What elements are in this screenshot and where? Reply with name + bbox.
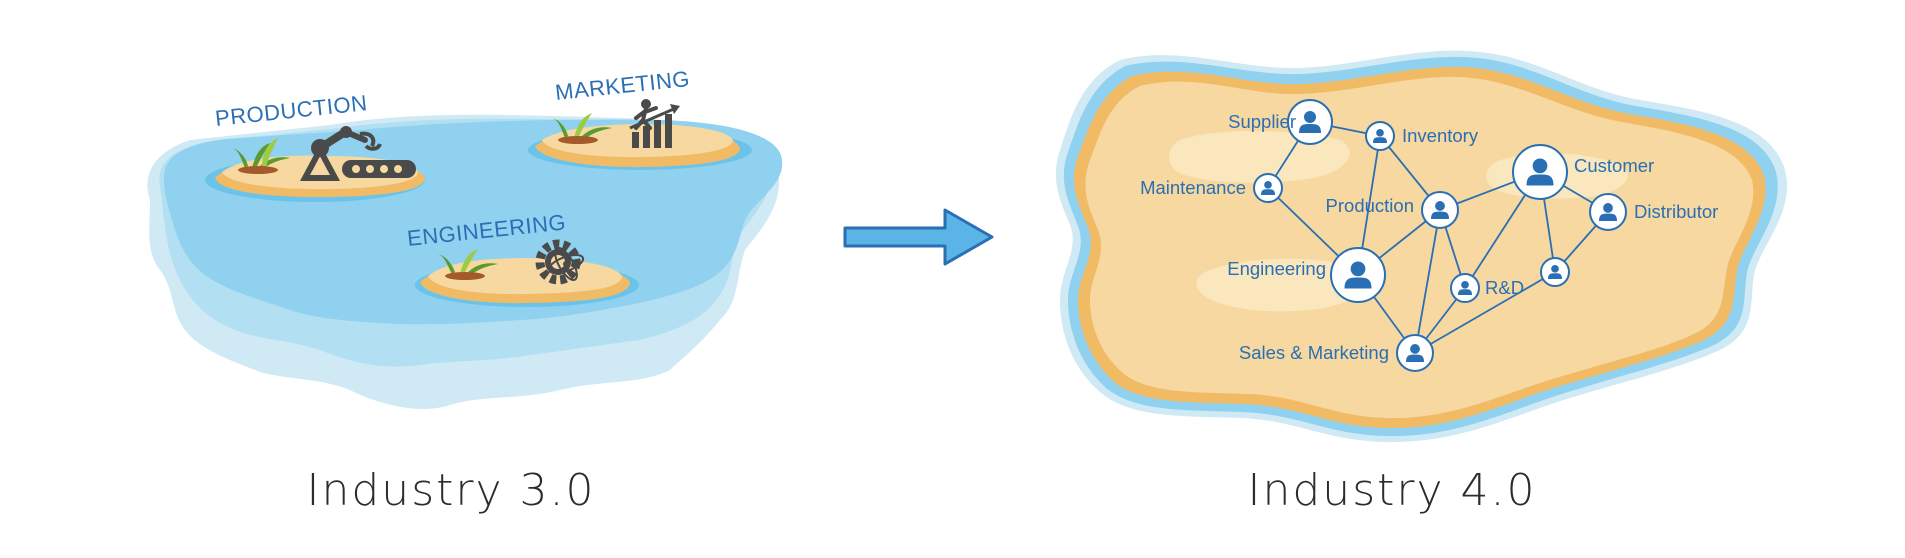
node-supplier: Supplier <box>1228 99 1333 145</box>
person-icon <box>1526 158 1554 186</box>
island-marketing: MARKETING <box>528 66 752 170</box>
plant-icon <box>232 138 290 174</box>
node-label-customer: Customer <box>1574 155 1654 176</box>
person-icon <box>1548 265 1562 279</box>
node-customer: Customer <box>1512 144 1654 200</box>
caption-industry-3: Industry 3.0 <box>307 465 596 516</box>
industry-3-scene: PRODUCTION MARKETING <box>147 66 783 516</box>
edge-production-sales <box>1414 209 1441 354</box>
node-label-maintenance: Maintenance <box>1140 177 1246 198</box>
edge-unlabeled-sales <box>1414 271 1556 354</box>
node-distributor: Distributor <box>1589 193 1718 231</box>
island-label-marketing: MARKETING <box>554 66 691 105</box>
node-label-engineering: Engineering <box>1227 258 1326 279</box>
node-maintenance: Maintenance <box>1140 173 1283 203</box>
person-icon <box>1299 111 1321 133</box>
caption-industry-4: Industry 4.0 <box>1248 465 1537 516</box>
node-unlabeled <box>1540 257 1570 287</box>
node-label-production: Production <box>1326 195 1414 216</box>
gear-atom-icon <box>535 239 585 285</box>
node-inventory: Inventory <box>1365 121 1479 151</box>
person-icon <box>1373 129 1387 143</box>
person-icon <box>1599 203 1617 221</box>
person-icon <box>1431 201 1449 219</box>
person-icon <box>1406 344 1424 362</box>
robot-arm-conveyor-icon <box>299 126 416 181</box>
node-production: Production <box>1326 191 1459 229</box>
island-production: PRODUCTION <box>205 90 425 202</box>
person-icon <box>1344 261 1372 289</box>
node-label-rd: R&D <box>1485 277 1524 298</box>
node-engineering: Engineering <box>1227 247 1386 303</box>
node-label-supplier: Supplier <box>1228 111 1296 132</box>
node-sales: Sales & Marketing <box>1239 334 1434 372</box>
node-label-sales: Sales & Marketing <box>1239 342 1389 363</box>
node-rd: R&D <box>1450 273 1524 303</box>
person-icon <box>1458 281 1472 295</box>
person-icon <box>1261 181 1275 195</box>
node-label-inventory: Inventory <box>1402 125 1479 146</box>
climbing-bar-chart-icon <box>629 99 680 148</box>
right-arrow-icon <box>843 208 994 266</box>
node-label-distributor: Distributor <box>1634 201 1718 222</box>
plant-icon <box>438 249 498 280</box>
plant-icon <box>552 113 612 144</box>
